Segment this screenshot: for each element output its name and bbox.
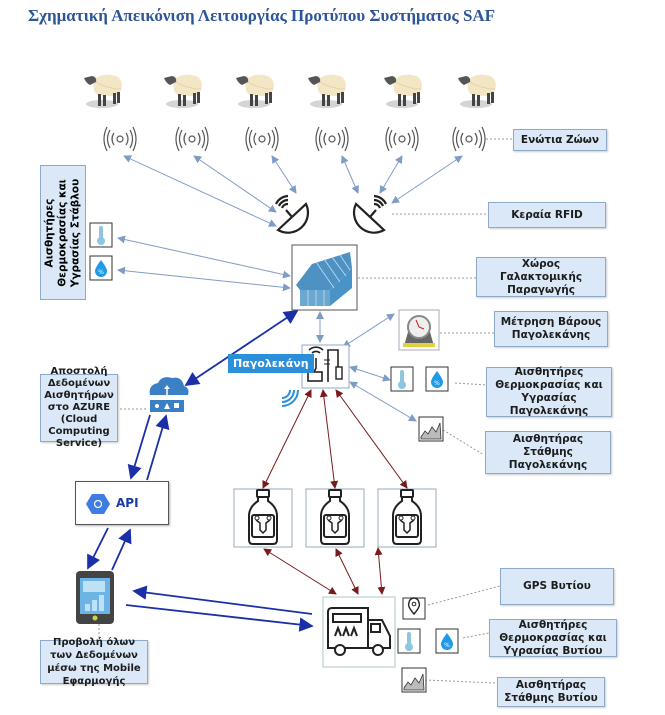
- label-mobile: Προβολή όλων των Δεδομένων μέσω της Mobi…: [40, 637, 148, 687]
- milk-flow-arrows: [262, 389, 408, 595]
- rfid-signal-icon: [452, 126, 486, 152]
- label-milk-room: Χώρος Γαλακτομικής Παραγωγής: [476, 257, 606, 297]
- level-chart-icon: [418, 416, 444, 442]
- label-azure: Αποστολή Δεδομένων Αισθητήρων στο AZURE …: [40, 366, 118, 449]
- sheep-icon: [383, 74, 423, 109]
- cooling-tank-device: [301, 344, 350, 389]
- label-animal-tags: Ενώτια Ζώων: [513, 129, 607, 151]
- api-box: API: [75, 481, 169, 525]
- dotted-connectors: [98, 138, 513, 684]
- sheep-icon: [163, 74, 203, 109]
- sheep-icon: [457, 74, 497, 109]
- humidity-drop-icon: [435, 628, 459, 654]
- cloud-upload-icon: [149, 377, 189, 412]
- rfid-tags: [103, 126, 486, 152]
- stable-sensor-arrows: [117, 235, 417, 422]
- label-truck-gps: GPS Βυτίου: [500, 568, 614, 605]
- diagram-title: Σχηματική Απεικόνιση Λειτουργίας Προτύπο…: [28, 6, 496, 25]
- label-tank-weight: Μέτρηση Βάρους Παγολεκάνης: [494, 311, 608, 347]
- api-label: API: [116, 496, 139, 510]
- thermometer-icon: [390, 366, 414, 392]
- barn-icon: [291, 244, 358, 311]
- bottles: [233, 488, 437, 548]
- rfid-signal-icon: [103, 126, 137, 152]
- label-rfid-antenna: Κεραία RFID: [488, 202, 606, 228]
- thermometer-icon: [89, 222, 113, 248]
- wireless-icon: [281, 389, 299, 407]
- label-truck-level: Αισθητήρας Στάθμης Βυτίου: [497, 677, 605, 707]
- label-truck-temp-humidity: Αισθητήρες Θερμοκρασίας και Υγρασίας Βυτ…: [489, 619, 617, 657]
- sheep-row: [83, 74, 497, 109]
- label-tank-level: Αισθητήρας Στάθμης Παγολεκάνης: [485, 431, 611, 474]
- rfid-signal-icon: [315, 126, 349, 152]
- satellite-dish-icon: [352, 194, 388, 234]
- thermometer-icon: [397, 628, 421, 654]
- cooling-tank-tag: Παγολεκάνη: [228, 354, 314, 373]
- weight-scale-icon: [398, 309, 440, 351]
- satellite-dish-icon: [274, 194, 310, 234]
- cloud-arrows: [87, 310, 314, 632]
- milk-truck-icon: [322, 596, 396, 668]
- rfid-signal-icon: [175, 126, 209, 152]
- humidity-drop-icon: [425, 366, 449, 392]
- smartphone-icon: [76, 571, 114, 624]
- humidity-drop-icon: [89, 255, 113, 281]
- rfid-signal-icon: [385, 126, 419, 152]
- sheep-icon: [307, 74, 347, 109]
- rfid-arrows: [123, 155, 463, 227]
- sheep-icon: [83, 74, 123, 109]
- gps-pin-icon: [402, 597, 426, 620]
- level-chart-icon: [401, 667, 427, 693]
- label-stable-sensors: Αισθητήρες Θερμοκρασίας και Υγρασίας Στά…: [40, 165, 86, 300]
- api-hexagon-icon: [86, 494, 110, 514]
- label-tank-temp-humidity: Αισθητήρες Θερμοκρασίας και Υγρασίας Παγ…: [486, 366, 612, 417]
- sheep-icon: [235, 74, 275, 109]
- rfid-signal-icon: [245, 126, 279, 152]
